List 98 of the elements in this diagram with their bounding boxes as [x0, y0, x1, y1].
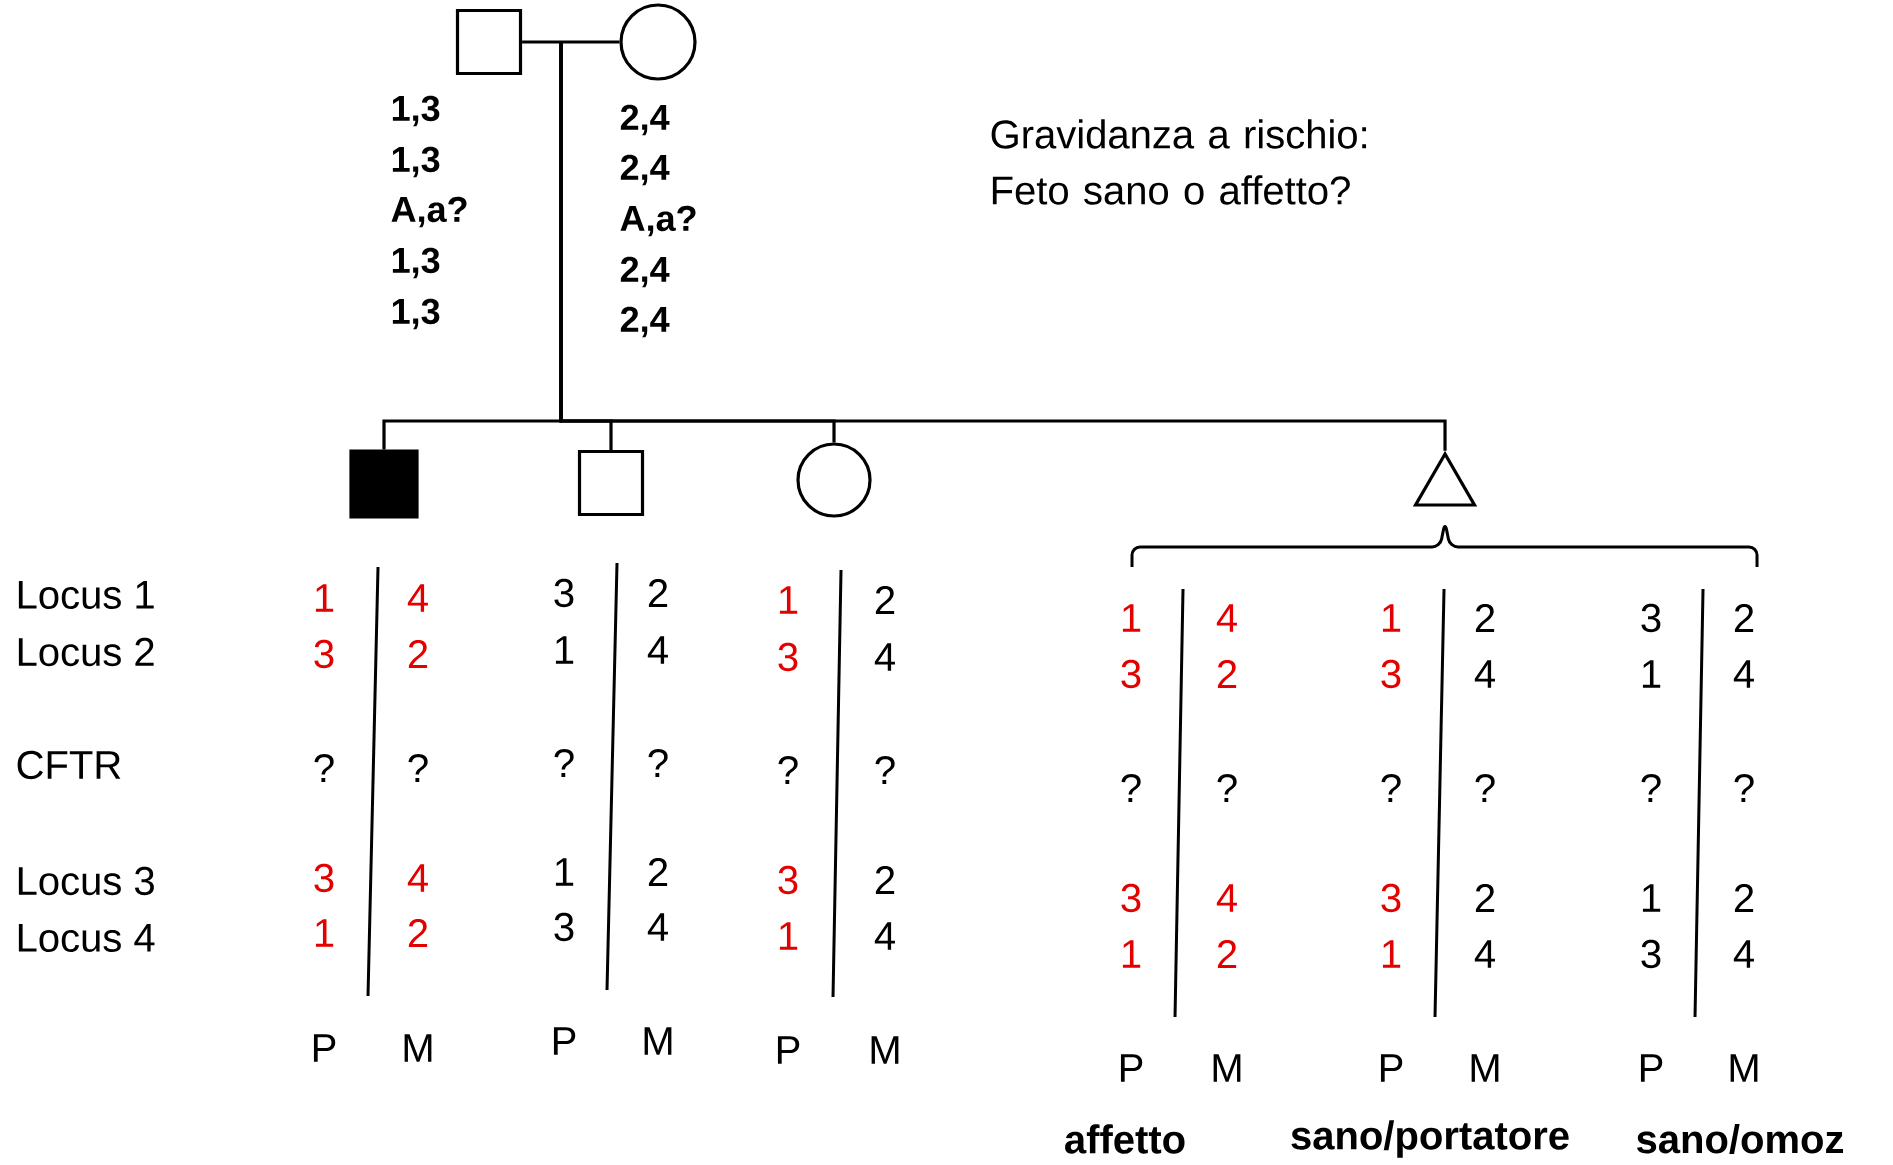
allele-cell: 2	[1475, 604, 1495, 632]
locus-label: Locus 4	[18, 924, 155, 952]
allele-cell: 1	[1382, 940, 1401, 968]
genotype-text: 2,4	[620, 154, 670, 186]
allele-cell: 1	[315, 584, 334, 612]
allele-cell: 2	[1734, 884, 1754, 912]
parent-label: P	[1640, 1054, 1663, 1082]
parent-label: P	[313, 1034, 336, 1062]
genotype-text: A,a?	[391, 196, 467, 228]
allele-cell: 3	[1641, 939, 1661, 969]
allele-cell: ?	[408, 754, 428, 782]
genotype-text: 2,4	[620, 104, 670, 136]
genotype-text: 2,4	[620, 306, 670, 338]
allele-cell: ?	[875, 756, 895, 784]
parent-label: M	[404, 1034, 432, 1062]
allele-cell: 1	[555, 858, 574, 886]
allele-cell: 1	[555, 636, 574, 664]
allele-cell: 4	[647, 636, 668, 664]
parent-label: P	[777, 1036, 800, 1064]
allele-cell: 4	[1733, 660, 1754, 688]
male-square	[455, 8, 523, 76]
allele-cell: 2	[408, 919, 428, 947]
locus-label: Locus 1	[18, 581, 154, 609]
female-circle	[796, 442, 872, 518]
allele-cell: 4	[1733, 940, 1754, 968]
genotype-text: 1,3	[392, 95, 440, 127]
parent-label: M	[644, 1027, 672, 1055]
allele-cell: 3	[778, 865, 798, 895]
allele-cell: 3	[778, 642, 798, 672]
male-square	[577, 449, 645, 517]
outcome-label: sano/portatore	[1291, 1120, 1569, 1158]
allele-cell: 3	[314, 639, 334, 669]
locus-label: CFTR	[17, 750, 121, 780]
affected-male-square	[349, 449, 419, 519]
allele-cell: 2	[648, 579, 668, 607]
allele-cell: ?	[1475, 774, 1495, 802]
allele-cell: ?	[778, 756, 798, 784]
allele-cell: 2	[408, 640, 428, 668]
allele-cell: ?	[314, 754, 334, 782]
allele-cell: 4	[874, 643, 895, 671]
allele-cell: 4	[1216, 604, 1237, 632]
allele-cell: 4	[1216, 884, 1237, 912]
allele-cell: 4	[1474, 940, 1495, 968]
allele-cell: 3	[554, 578, 574, 608]
pedigree-line	[559, 42, 1447, 451]
parent-label: P	[553, 1027, 576, 1055]
allele-cell: 1	[1642, 884, 1661, 912]
genotype-text: A,a?	[620, 205, 696, 237]
note-text: Gravidanza a rischio: Feto sano o affetto?	[991, 119, 1367, 205]
parent-label: M	[871, 1036, 899, 1064]
allele-cell: 1	[1122, 940, 1141, 968]
allele-cell: 2	[875, 586, 895, 614]
genotype-text: 1,3	[392, 146, 440, 178]
parent-label: M	[1730, 1054, 1758, 1082]
allele-cell: 1	[1642, 660, 1661, 688]
pedigree-line	[522, 40, 620, 44]
allele-cell: 4	[407, 584, 428, 612]
allele-cell: 4	[407, 864, 428, 892]
allele-cell: 3	[1381, 883, 1401, 913]
genotype-text: 1,3	[392, 298, 440, 330]
outcome-label: sano/omoz	[1637, 1124, 1844, 1154]
allele-cell: 3	[314, 863, 334, 893]
parent-label: M	[1471, 1054, 1499, 1082]
allele-cell: 1	[779, 922, 798, 950]
allele-cell: ?	[1641, 774, 1661, 802]
allele-cell: 3	[1121, 659, 1141, 689]
allele-cell: 2	[1217, 940, 1237, 968]
allele-cell: 4	[1474, 660, 1495, 688]
allele-cell: 1	[779, 586, 798, 614]
outcome-label: affetto	[1065, 1124, 1185, 1154]
allele-cell: 2	[1734, 604, 1754, 632]
genotype-text: 1,3	[392, 247, 440, 279]
genotype-text: 2,4	[620, 256, 670, 288]
allele-cell: 1	[1382, 604, 1401, 632]
allele-cell: ?	[1121, 774, 1141, 802]
allele-cell: 4	[874, 922, 895, 950]
allele-cell: 1	[1122, 604, 1141, 632]
allele-cell: 3	[1381, 659, 1401, 689]
allele-cell: ?	[1217, 774, 1237, 802]
allele-cell: 3	[1121, 883, 1141, 913]
allele-cell: 1	[315, 919, 334, 947]
allele-cell: ?	[1381, 774, 1401, 802]
parent-label: P	[1380, 1054, 1403, 1082]
locus-label: Locus 2	[18, 637, 154, 667]
allele-cell: 2	[648, 858, 668, 886]
allele-cell: 4	[647, 913, 668, 941]
allele-cell: 2	[875, 866, 895, 894]
allele-cell: 3	[1641, 603, 1661, 633]
allele-cell: 2	[1217, 660, 1237, 688]
allele-cell: 3	[554, 912, 574, 942]
locus-label: Locus 3	[18, 866, 154, 896]
allele-cell: 2	[1475, 884, 1495, 912]
female-circle	[619, 3, 697, 81]
allele-cell: ?	[648, 749, 668, 777]
parent-label: M	[1213, 1054, 1241, 1082]
allele-cell: ?	[554, 749, 574, 777]
allele-cell: ?	[1734, 774, 1754, 802]
parent-label: P	[1120, 1054, 1143, 1082]
